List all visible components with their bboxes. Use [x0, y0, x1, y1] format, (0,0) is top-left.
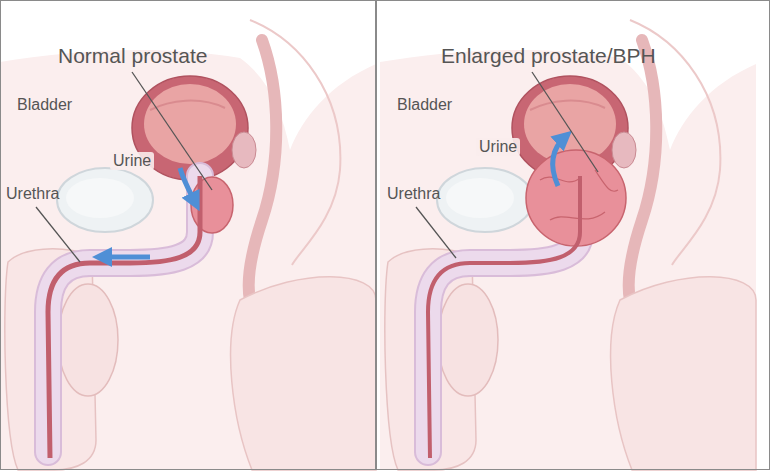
part-label: Enlarged prostate/BPH — [441, 44, 656, 68]
leader-line — [416, 207, 456, 258]
part-label: Urine — [110, 152, 154, 170]
bph-panel — [380, 0, 756, 470]
leader-line — [36, 207, 80, 262]
flow-arrow — [180, 168, 196, 204]
panel-frame — [377, 1, 770, 470]
prostate — [191, 177, 233, 233]
part-label: Bladder — [17, 96, 72, 114]
part-label: Urethra — [387, 185, 440, 203]
part-label: Normal prostate — [58, 44, 207, 68]
part-label: Urethra — [6, 185, 59, 203]
urethra — [428, 176, 580, 458]
normal-panel — [0, 0, 376, 470]
anatomy — [380, 0, 756, 470]
panel-frame — [1, 1, 376, 470]
flow-arrow — [100, 255, 150, 260]
urethra — [48, 176, 200, 458]
part-label: Urine — [476, 138, 520, 156]
flow-arrow — [553, 136, 566, 186]
leader-line — [132, 72, 212, 190]
leader-line — [532, 72, 598, 172]
prostate — [526, 150, 626, 246]
anatomy — [0, 0, 376, 470]
part-label: Bladder — [397, 96, 452, 114]
